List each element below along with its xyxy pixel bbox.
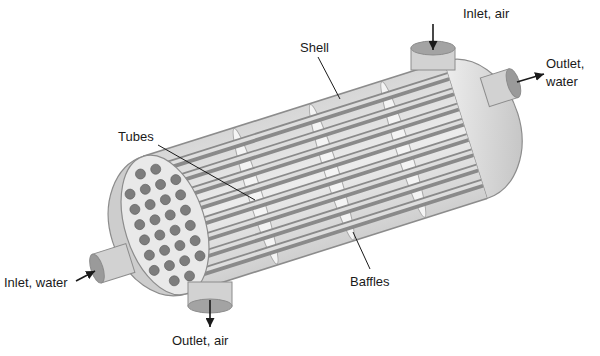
part-label: Tubes xyxy=(118,129,154,144)
label-holder: Tubes xyxy=(118,127,154,145)
flow-arrow xyxy=(432,24,434,50)
part-label: Outlet, water xyxy=(546,56,584,89)
tube-end xyxy=(124,188,137,201)
flow-arrow xyxy=(517,74,544,82)
label-holder: Shell xyxy=(300,38,329,56)
tube-end xyxy=(178,254,191,267)
label-holder: Outlet, water xyxy=(546,54,596,90)
part-label: Inlet, air xyxy=(463,6,509,21)
part-label: Shell xyxy=(300,40,329,55)
tube-end xyxy=(134,168,147,181)
part-label: Outlet, air xyxy=(172,333,228,348)
tube-end xyxy=(170,173,183,186)
tube-end xyxy=(168,275,181,288)
tube-end xyxy=(154,229,167,242)
exchanger-body xyxy=(63,41,550,319)
tube-end xyxy=(179,204,192,217)
tube-end xyxy=(183,270,196,283)
tube-end xyxy=(174,189,187,202)
label-holder: Outlet, air xyxy=(172,331,228,349)
label-holder: Inlet, water xyxy=(4,273,68,291)
part-label: Inlet, water xyxy=(4,275,68,290)
tube-end xyxy=(138,234,151,247)
nozzle-opening xyxy=(503,67,523,99)
tube-end xyxy=(169,224,182,237)
tube-end xyxy=(184,219,197,232)
tube-end xyxy=(158,244,171,257)
tube-end xyxy=(144,198,157,211)
tube-end xyxy=(133,218,146,231)
tube-highlight xyxy=(182,182,482,277)
shell-edge xyxy=(187,199,487,294)
shell-edge xyxy=(143,61,443,156)
leader-line xyxy=(158,145,255,200)
tube-end xyxy=(164,209,177,222)
label-holder: Baffles xyxy=(350,272,390,290)
leader-line xyxy=(353,232,370,269)
tube xyxy=(182,183,482,278)
tube-end xyxy=(189,234,202,247)
leader-line xyxy=(318,57,340,99)
flow-arrow xyxy=(76,271,95,281)
tube-end xyxy=(159,193,172,206)
tube-end xyxy=(149,214,162,227)
tube-end xyxy=(154,178,167,191)
tube-end xyxy=(174,239,187,252)
part-label: Baffles xyxy=(350,274,390,289)
flow-arrow xyxy=(209,300,211,327)
nozzle-opening xyxy=(87,252,107,284)
tube-end xyxy=(139,183,152,196)
tube-end xyxy=(148,264,161,277)
tube-end xyxy=(143,249,156,262)
tube-end xyxy=(149,163,162,176)
tube-end xyxy=(163,259,176,272)
label-holder: Inlet, air xyxy=(463,4,509,22)
tube-end xyxy=(129,203,142,216)
tube-end xyxy=(194,250,207,263)
